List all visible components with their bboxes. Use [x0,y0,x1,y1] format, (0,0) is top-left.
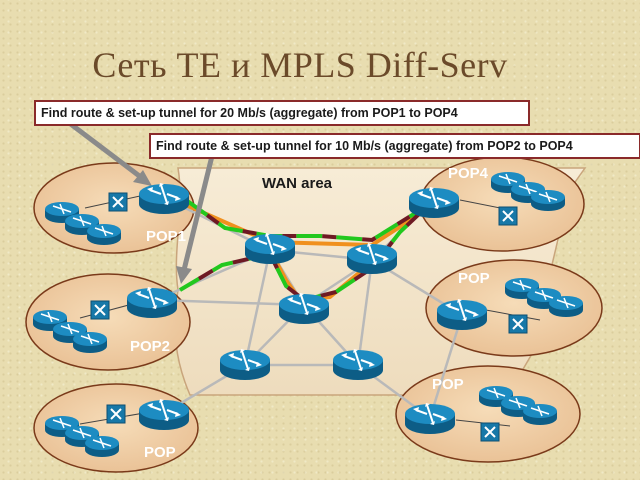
tunnel-20mb-dash [184,198,432,243]
pop4-label: POP4 [448,165,489,182]
atm-switch-icon [108,192,128,212]
pop1-label: POP1 [146,228,186,245]
router-icon [332,348,384,381]
pop4-equipment [408,171,566,226]
pop-bottom-right-label: POP [432,376,464,393]
atm-switch-icon [498,206,518,226]
callout-arrow [66,120,215,284]
router-icon [244,232,296,265]
tunnel-20mb-green [184,198,432,243]
router-icon [408,186,460,219]
pop-bottom-right-equipment [404,385,558,442]
pop-bottom-left-equipment [44,398,190,458]
router-icon [404,402,456,435]
pop2-equipment [32,286,178,354]
router-icon [278,292,330,325]
pop2-label: POP2 [130,338,170,355]
pop-right-mid-label: POP [458,270,490,287]
router-icon [219,348,271,381]
atm-switch-icon [508,314,528,334]
pop-bottom-right-site [395,365,581,463]
slide-title: Сеть TE и MPLS Diff-Serv [92,45,508,85]
atm-switch-icon [480,422,500,442]
callout-pop2-to-pop4: Find route & set-up tunnel for 10 Mb/s (… [149,133,640,159]
router-icon [138,398,190,431]
pop1-equipment [44,182,190,246]
pop-bottom-left-label: POP [144,444,176,461]
atm-switch-icon [90,300,110,320]
atm-switch-icon [106,404,126,424]
pop-right-mid-equipment [436,277,584,334]
router-icon [436,298,488,331]
wan-area-label: WAN area [262,175,333,192]
router-icon [126,286,178,319]
pop-right-mid-site [425,259,603,357]
router-icon [138,182,190,215]
router-icon [346,242,398,275]
callout-pop1-to-pop4: Find route & set-up tunnel for 20 Mb/s (… [34,100,530,126]
